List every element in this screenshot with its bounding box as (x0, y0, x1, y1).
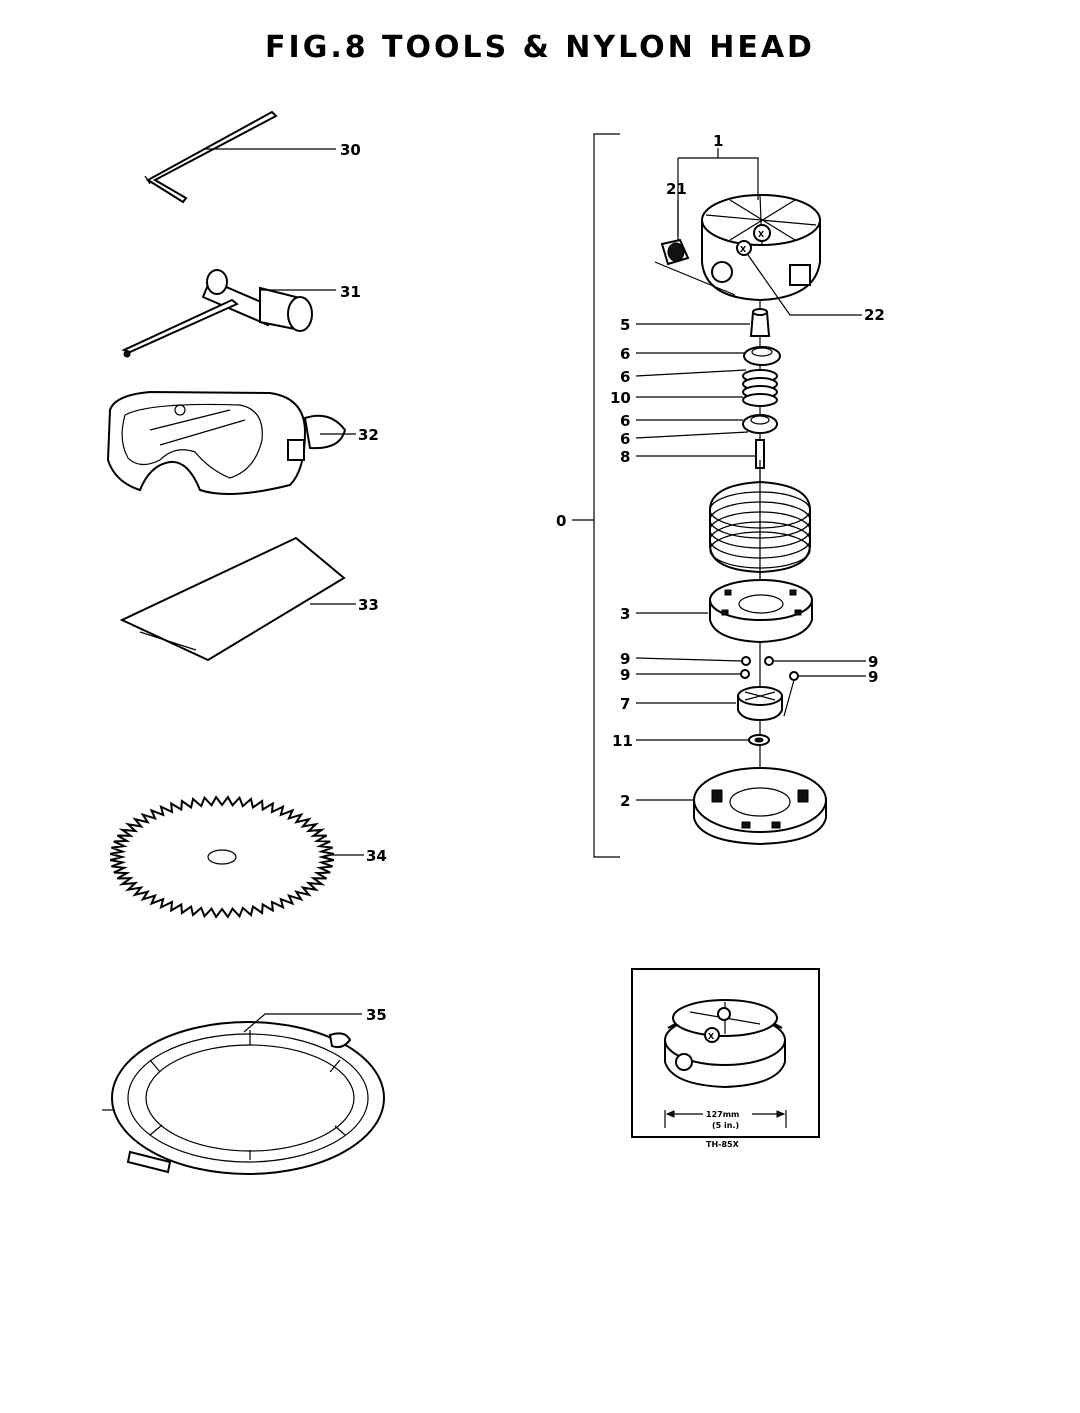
part-3-spool (709, 579, 813, 644)
callout-6a: 6 (620, 345, 630, 363)
callout-6b: 6 (620, 368, 630, 386)
callout-1: 1 (713, 132, 723, 150)
assembled-head-inset: X 127mm (5 in.) TH-85X (631, 968, 820, 1149)
blade-guard-illustration (102, 1021, 385, 1175)
part-7-cam (737, 686, 783, 722)
plug-wrench-illustration (121, 269, 313, 358)
callout-5: 5 (620, 316, 630, 334)
callout-0: 0 (556, 512, 566, 530)
callout-6c: 6 (620, 412, 630, 430)
part-10-spring (742, 369, 778, 407)
dimension-mm: 127mm (706, 1110, 739, 1119)
part-6-washer-bottom (742, 414, 778, 434)
callout-22: 22 (864, 306, 885, 324)
safety-goggles-illustration (106, 390, 347, 495)
callout-7: 7 (620, 695, 630, 713)
model-label: TH-85X (706, 1140, 740, 1149)
callout-2: 2 (620, 792, 630, 810)
callout-6d: 6 (620, 430, 630, 448)
callout-34: 34 (366, 847, 387, 865)
callout-3: 3 (620, 605, 630, 623)
callout-9c: 9 (868, 653, 878, 671)
hex-key-illustration (144, 110, 278, 204)
figure-title: FIG.8 TOOLS & NYLON HEAD (265, 30, 815, 65)
callout-21: 21 (666, 180, 687, 198)
callout-10: 10 (610, 389, 631, 407)
callout-9d: 9 (868, 668, 878, 686)
callout-35: 35 (366, 1006, 387, 1024)
callout-8: 8 (620, 448, 630, 466)
svg-text:X: X (708, 1032, 715, 1041)
part-6-washer-top (743, 346, 781, 366)
callout-9b: 9 (620, 666, 630, 684)
dimension-in: (5 in.) (712, 1121, 739, 1130)
knob-21 (660, 238, 690, 266)
nylon-line-coil (709, 460, 811, 582)
part-11-washer (748, 734, 770, 746)
svg-text:X: X (740, 245, 747, 254)
svg-text:X: X (758, 230, 765, 239)
part-2-housing (693, 767, 827, 846)
callout-31: 31 (340, 283, 361, 301)
callout-11: 11 (612, 732, 633, 750)
callout-32: 32 (358, 426, 379, 444)
callout-33: 33 (358, 596, 379, 614)
nylon-head-cover: X X (701, 194, 821, 302)
callout-9a: 9 (620, 650, 630, 668)
callout-30: 30 (340, 141, 361, 159)
part-5-nut (749, 308, 771, 337)
instruction-manual-illustration (119, 536, 346, 662)
saw-blade-illustration (109, 795, 335, 919)
